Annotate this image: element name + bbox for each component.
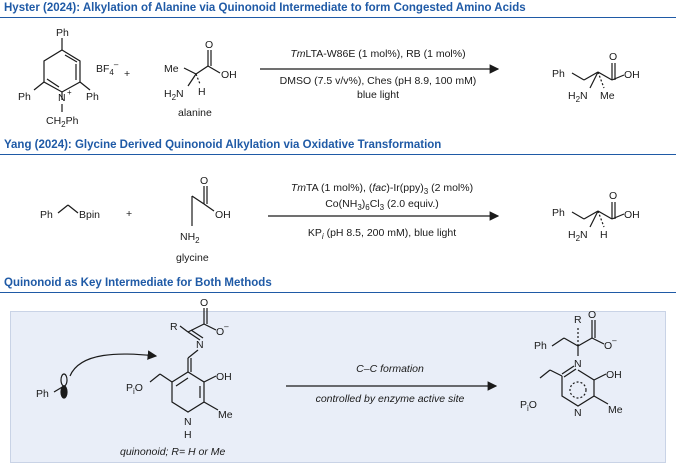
quinonoid-caption: quinonoid; R= H or Me	[120, 446, 226, 458]
ph-label: Ph	[534, 340, 547, 352]
o-label: O	[588, 309, 596, 321]
conditions-line-3: KPi (pH 8.5, 200 mM), blue light	[308, 227, 456, 241]
plus-sign: +	[124, 68, 130, 80]
bf4-counterion: BF4–	[96, 60, 119, 77]
ph-label: Ph	[56, 27, 69, 39]
n-atom: N	[574, 358, 582, 370]
product-1: Ph O OH H2N Me	[552, 51, 640, 104]
alanine-label: alanine	[178, 107, 212, 119]
h-label: H	[198, 86, 206, 98]
o-label: O	[205, 39, 213, 51]
n-atom: N	[574, 407, 582, 419]
orbital-icon	[60, 373, 68, 387]
oh-label: OH	[624, 209, 640, 221]
quinonoid-structure: N R O O– OH Me N H PiO quinonoid; R= H o…	[120, 297, 233, 458]
me-label: Me	[608, 404, 623, 416]
nh2-label: NH2	[180, 231, 200, 245]
alanine-structure: Me O OH H H2N alanine	[164, 39, 237, 119]
h2n-label: H2N	[164, 88, 184, 102]
conditions-line-1: TmTA (1 mol%), (fac)-Ir(ppy)3 (2 mol%)	[291, 182, 473, 196]
o-label: O	[200, 175, 208, 187]
h2n-label: H2N	[568, 229, 588, 243]
nh-atom: N	[184, 416, 192, 428]
phosphate-label: PiO	[126, 382, 143, 396]
ph-label: Ph	[40, 209, 53, 221]
attack-arrow	[69, 350, 158, 377]
me-label: Me	[164, 63, 179, 75]
section-title-hyster: Hyster (2024): Alkylation of Alanine via…	[4, 2, 526, 14]
oh-label: OH	[624, 69, 640, 81]
section-title-yang: Yang (2024): Glycine Derived Quinonoid A…	[4, 139, 442, 151]
nh-h: H	[184, 429, 192, 441]
glycine-label: glycine	[176, 252, 209, 264]
arrow-label-top: C–C formation	[356, 363, 424, 375]
oh-label: OH	[606, 369, 622, 381]
n-plus-atom: N	[58, 92, 66, 104]
ph-label: Ph	[18, 91, 31, 103]
positive-charge: +	[67, 88, 72, 97]
section-title-quinonoid: Quinonoid as Key Intermediate for Both M…	[4, 277, 272, 289]
o-minus-label: O–	[604, 336, 617, 352]
n-atom: N	[196, 339, 204, 351]
glycine-structure: O OH NH2 glycine	[176, 175, 231, 264]
section-divider	[0, 17, 676, 18]
phosphate-label: PiO	[520, 399, 537, 413]
product-2: Ph O OH H2N H	[552, 190, 640, 243]
benzyl-radical: Ph	[36, 350, 158, 400]
section-divider	[0, 292, 676, 293]
ph-label: Ph	[552, 207, 565, 219]
oh-label: OH	[215, 209, 231, 221]
ph-label: Ph	[36, 388, 49, 400]
me-label: Me	[600, 90, 615, 102]
o-label: O	[609, 190, 617, 202]
ph-label: Ph	[552, 68, 565, 80]
section-divider	[0, 154, 676, 155]
benzyl-label: CH2Ph	[46, 115, 79, 129]
o-label: O	[609, 51, 617, 63]
oh-label: OH	[216, 371, 232, 383]
conditions-line-3: blue light	[357, 89, 399, 101]
benzyl-bpin: Ph Bpin	[40, 204, 100, 221]
pyridinium-salt: Ph Ph Ph N + CH2Ph BF4–	[18, 27, 119, 129]
quinonoid-panel	[10, 311, 666, 463]
o-minus-label: O–	[216, 322, 229, 338]
arrow-label-bottom: controlled by enzyme active site	[316, 393, 465, 405]
h2n-label: H2N	[568, 90, 588, 104]
conditions-line-2: Co(NH3)6Cl3 (2.0 equiv.)	[325, 198, 439, 212]
oh-label: OH	[221, 69, 237, 81]
ph-label: Ph	[86, 91, 99, 103]
h-label: H	[600, 229, 608, 241]
r-label: R	[170, 321, 178, 333]
bpin-label: Bpin	[79, 209, 100, 221]
plus-sign: +	[126, 208, 132, 220]
me-label: Me	[218, 409, 233, 421]
conditions-line-2: DMSO (7.5 v/v%), Ches (pH 8.9, 100 mM)	[280, 75, 477, 87]
conditions-line-1: TmLTA-W86E (1 mol%), RB (1 mol%)	[290, 48, 465, 60]
orbital-icon	[60, 385, 68, 399]
o-label: O	[200, 297, 208, 309]
r-label: R	[574, 314, 582, 326]
product-3: Ph R O O– N OH Me N PiO	[520, 309, 623, 419]
